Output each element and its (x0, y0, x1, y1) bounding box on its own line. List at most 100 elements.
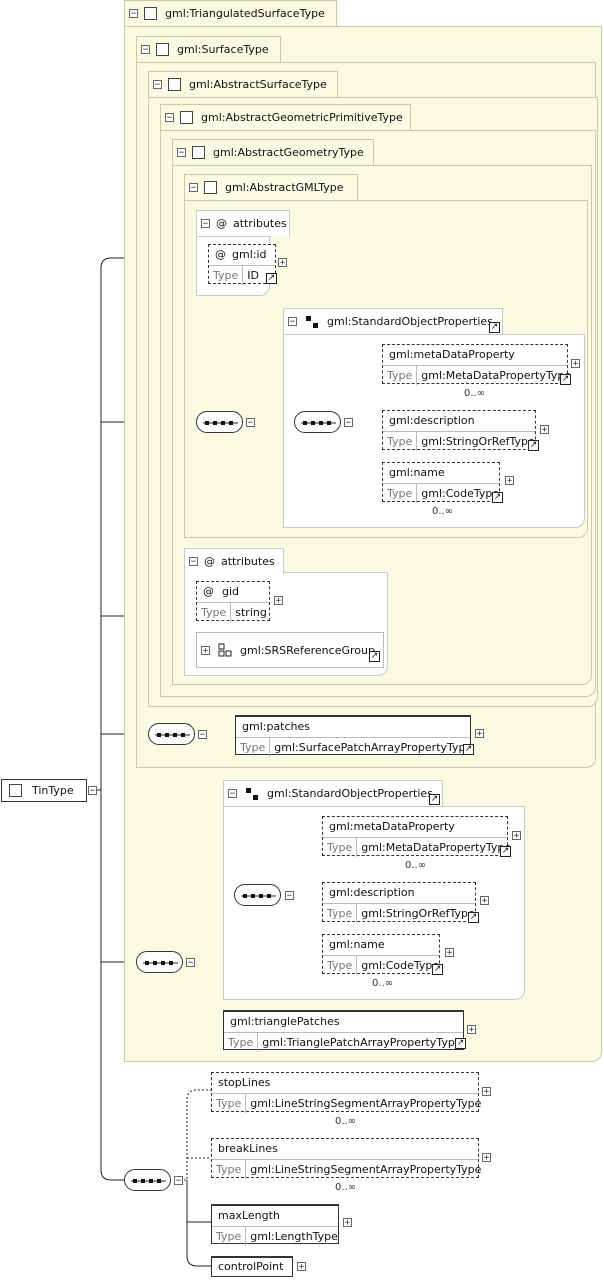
goto-type-icon[interactable]: ↗ (463, 744, 474, 755)
ext-tri-tab[interactable]: − gml:TriangulatedSurfaceType (124, 0, 337, 26)
collapse-icon[interactable]: − (174, 1176, 183, 1186)
ext-surf-tab[interactable]: −gml:SurfaceType (136, 36, 281, 62)
collapse-icon[interactable]: − (246, 418, 255, 428)
ext-absgml-tab[interactable]: − gml:AbstractGMLType (184, 174, 358, 200)
sequence-compositor[interactable] (124, 1169, 171, 1191)
ext-abssurf-tab[interactable]: −gml:AbstractSurfaceType (148, 71, 338, 97)
type-value: gml:StringOrRefType (421, 435, 535, 448)
attribute-icon: @ (203, 585, 214, 598)
ext-absgml-label: gml:AbstractGMLType (225, 181, 344, 194)
expand-icon[interactable]: + (445, 948, 454, 958)
goto-type-icon[interactable]: ↗ (432, 964, 443, 975)
attributes-label: attributes (221, 555, 275, 568)
expand-icon[interactable]: + (505, 476, 514, 486)
ext-absgeom-tab[interactable]: − gml:AbstractGeometryType (172, 139, 374, 165)
expand-icon[interactable]: + (571, 359, 580, 369)
srs-reference-group[interactable]: + gml:SRSReferenceGroup (196, 632, 384, 668)
expand-icon[interactable]: + (467, 1025, 476, 1035)
complex-type-icon (168, 78, 181, 91)
expand-icon[interactable]: + (475, 729, 484, 739)
ext-absprim-label: gml:AbstractGeometricPrimitiveType (201, 111, 403, 124)
type-value: gml:SurfacePatchArrayPropertyType (274, 741, 473, 754)
expand-icon[interactable]: + (482, 1153, 491, 1163)
collapse-icon[interactable]: − (186, 958, 195, 968)
expand-icon[interactable]: + (482, 1087, 491, 1097)
goto-type-icon[interactable]: ↗ (266, 273, 277, 284)
collapse-icon[interactable]: − (141, 45, 150, 55)
type-value: gml:StringOrRefType (361, 907, 475, 920)
goto-type-icon[interactable]: ↗ (500, 846, 511, 857)
type-label: Type (323, 904, 358, 923)
collapse-icon[interactable]: − (198, 730, 207, 740)
goto-type-icon[interactable]: ↗ (455, 1038, 466, 1049)
collapse-icon[interactable]: − (88, 786, 97, 796)
attributes-group-2-tab[interactable]: −@attributes (184, 548, 284, 574)
goto-type-icon[interactable]: ↗ (528, 440, 539, 451)
choice-compositor[interactable] (234, 884, 281, 906)
goto-type-icon[interactable]: ↗ (492, 492, 503, 503)
ext-tri-label: gml:TriangulatedSurfaceType (165, 7, 325, 20)
goto-group-icon[interactable]: ↗ (369, 651, 380, 662)
expand-icon[interactable]: + (343, 1218, 352, 1228)
expand-icon[interactable]: + (512, 831, 521, 841)
expand-icon[interactable]: + (540, 425, 549, 435)
collapse-icon[interactable]: − (285, 891, 294, 901)
expand-icon[interactable]: + (480, 896, 489, 906)
element-name: gml:name (329, 938, 385, 951)
type-label: Type (323, 838, 358, 857)
collapse-icon[interactable]: − (177, 148, 186, 158)
type-value: gml:LineStringSegmentArrayPropertyType (250, 1097, 482, 1110)
sequence-compositor[interactable] (148, 723, 195, 745)
attributes-label: attributes (233, 217, 287, 230)
collapse-icon[interactable]: − (344, 418, 353, 428)
root-tintype[interactable]: TinType (1, 779, 87, 802)
expand-icon[interactable]: + (274, 596, 283, 606)
choice-compositor[interactable] (294, 411, 341, 433)
collapse-icon[interactable]: − (165, 113, 174, 123)
type-label: Type (212, 1160, 247, 1179)
expand-icon[interactable]: + (278, 258, 287, 268)
ext-absgeom-label: gml:AbstractGeometryType (213, 146, 364, 159)
collapse-icon[interactable]: − (228, 789, 237, 799)
attribute-group-icon (218, 643, 232, 657)
collapse-icon[interactable]: − (129, 9, 138, 19)
type-value: gml:LineStringSegmentArrayPropertyType (250, 1163, 482, 1176)
complex-type-icon (156, 43, 169, 56)
expand-icon[interactable]: + (297, 1262, 306, 1272)
collapse-icon[interactable]: − (189, 183, 198, 193)
std-props-1-tab[interactable]: − gml:StandardObjectProperties (283, 308, 503, 334)
type-label: Type (323, 956, 358, 975)
sequence-compositor[interactable] (196, 411, 243, 433)
std-props-2-tab[interactable]: − gml:StandardObjectProperties (223, 780, 443, 806)
complex-type-icon (192, 146, 205, 159)
type-value: gml:LengthType (250, 1230, 338, 1243)
sequence-compositor[interactable] (136, 951, 183, 973)
expand-icon[interactable]: + (201, 645, 210, 656)
goto-group-icon[interactable]: ↗ (489, 322, 500, 333)
collapse-icon[interactable]: − (288, 317, 297, 327)
attributes-group-tab[interactable]: −@attributes (196, 210, 290, 236)
goto-type-icon[interactable]: ↗ (560, 374, 571, 385)
occurs-label: 0..∞ (335, 1182, 357, 1193)
collapse-icon[interactable]: − (153, 80, 162, 90)
collapse-icon[interactable]: − (201, 219, 210, 229)
goto-type-icon[interactable]: ↗ (468, 912, 479, 923)
control-point-element[interactable]: controlPoint (211, 1256, 293, 1277)
goto-group-icon[interactable]: ↗ (429, 794, 440, 805)
ext-absprim-tab[interactable]: − gml:AbstractGeometricPrimitiveType (160, 104, 411, 130)
collapse-icon[interactable]: − (189, 557, 198, 567)
element-name: gml:metaDataProperty (329, 820, 455, 833)
